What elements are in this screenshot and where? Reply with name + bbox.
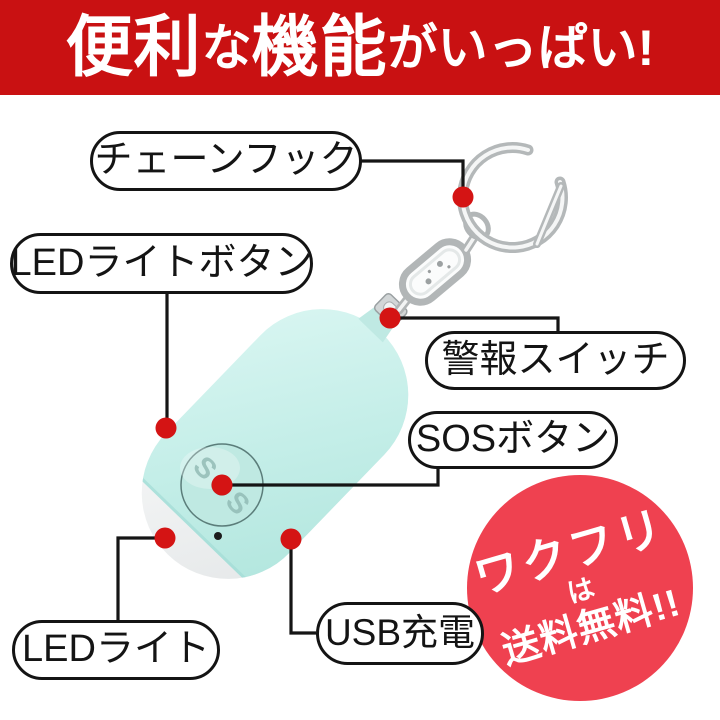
free-shipping-badge-text: ワクフリ は 送料無料!! — [468, 500, 690, 672]
badge-particle: は — [563, 572, 598, 610]
callout-line-alarm-switch — [390, 316, 560, 331]
mic-hole — [214, 532, 222, 540]
label-alarm-switch: 警報スイッチ — [425, 331, 686, 390]
callout-line-usb-charge — [289, 541, 316, 635]
label-usb-charge: USB充電 — [316, 602, 484, 665]
header-banner: 便利な機能がいっぱい! — [0, 0, 720, 95]
label-led-light: LEDライト — [12, 620, 220, 680]
chain-link-icon — [398, 238, 472, 306]
callout-dot-led-light-button — [155, 417, 177, 439]
callout-dots — [154, 186, 474, 550]
callout-dot-usb-charge — [280, 528, 302, 550]
chain-hardware — [394, 142, 568, 315]
banner-text-regular-2: がいっぱい! — [387, 19, 655, 76]
callout-dot-led-light — [154, 527, 176, 549]
cap-seam — [127, 464, 260, 593]
free-shipping-badge: ワクフリ は 送料無料!! — [467, 475, 693, 701]
banner-text-bold-1: 便利 — [65, 10, 202, 85]
label-chain-hook: チェーンフック — [90, 131, 362, 191]
label-sos-button: SOSボタン — [408, 411, 618, 469]
callout-dot-sos-button — [211, 474, 233, 496]
banner-text-regular-1: な — [201, 19, 252, 76]
banner-text-bold-2: 機能 — [251, 10, 388, 85]
callout-line-led-light — [116, 536, 165, 620]
callout-dot-chain-hook — [452, 186, 474, 208]
callout-lines — [116, 159, 560, 635]
label-led-light-button: LEDライトボタン — [10, 233, 313, 294]
callout-dot-alarm-switch — [379, 307, 401, 329]
callout-line-sos-button — [222, 469, 440, 487]
callout-line-chain-hook — [358, 159, 465, 190]
carabiner-icon — [456, 142, 568, 254]
